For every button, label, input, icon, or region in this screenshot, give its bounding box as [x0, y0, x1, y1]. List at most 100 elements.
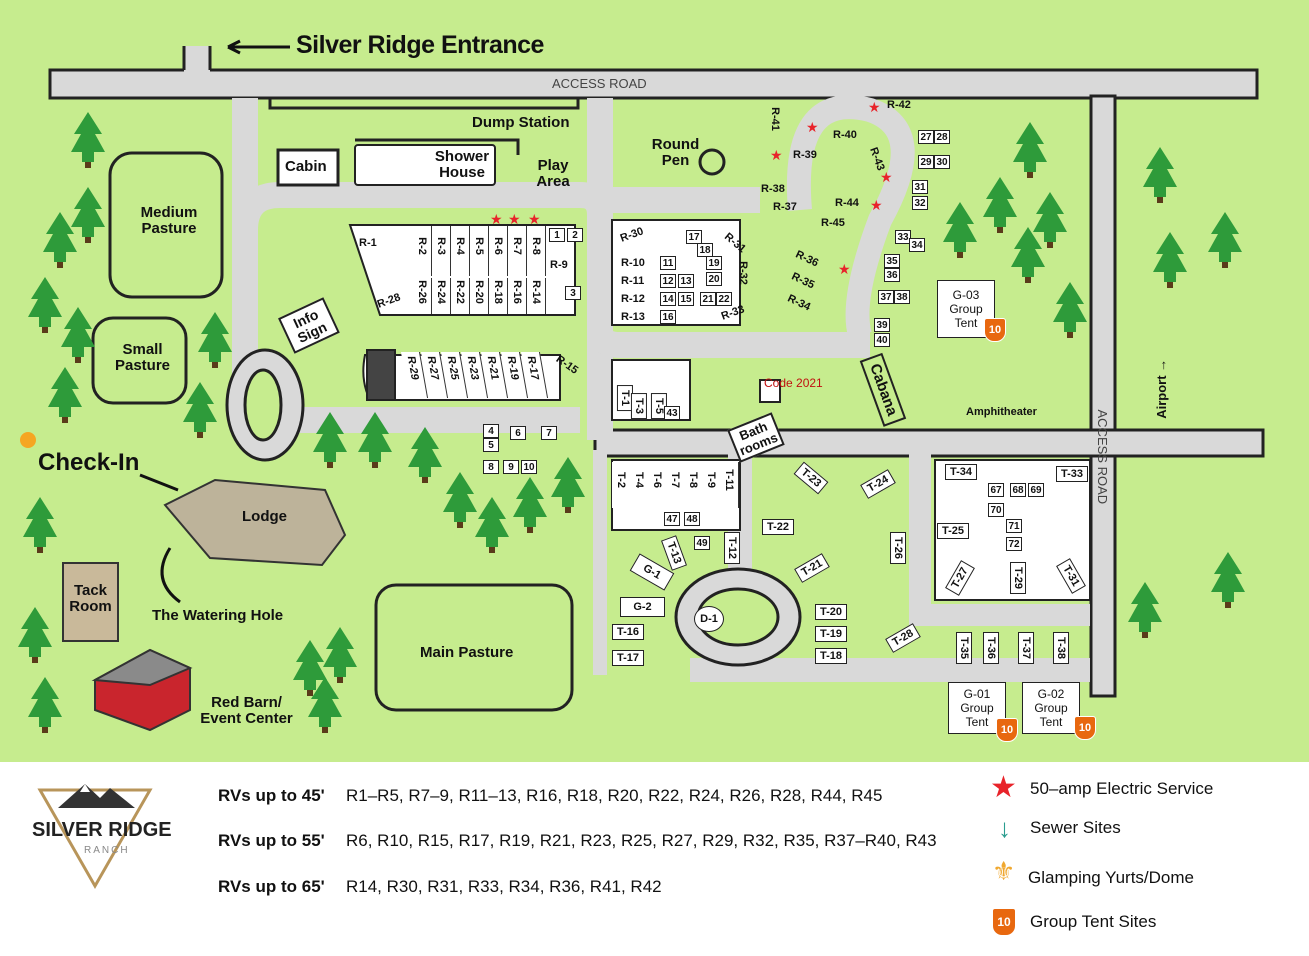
site-number[interactable]: 15 [678, 292, 694, 306]
tent-site[interactable]: T-4 [630, 462, 649, 508]
site-number[interactable]: 72 [1006, 537, 1022, 551]
site-number[interactable]: 33 [895, 230, 911, 244]
site-number[interactable]: 3 [565, 286, 581, 300]
site-number[interactable]: 49 [694, 536, 710, 550]
site-number[interactable]: 38 [894, 290, 910, 304]
rv-site-r38[interactable]: R-38 [761, 183, 785, 195]
site-number[interactable]: 27 [918, 130, 934, 144]
tent-site-t16[interactable]: T-16 [612, 624, 645, 640]
rv-site[interactable]: R-14 [527, 278, 546, 314]
site-number[interactable]: 48 [684, 512, 700, 526]
rv-site[interactable]: R-16 [508, 278, 527, 314]
site-number[interactable]: 9 [503, 460, 519, 474]
rv-site-r9[interactable]: R-9 [550, 259, 568, 271]
rv-site[interactable]: R-2 [413, 226, 432, 276]
dome-d1[interactable]: D-1 [694, 606, 724, 632]
site-number[interactable]: 20 [706, 272, 722, 286]
site-number[interactable]: 32 [912, 196, 928, 210]
tent-site-t22[interactable]: T-22 [762, 519, 795, 535]
rv-site-r11[interactable]: R-11 [621, 275, 645, 287]
tent-site-t33[interactable]: T-33 [1056, 466, 1089, 482]
site-number[interactable]: 11 [660, 256, 676, 270]
rv-site[interactable]: R-3 [432, 226, 451, 276]
rv-site-r44[interactable]: R-44 [835, 197, 859, 209]
site-number[interactable]: 37 [878, 290, 894, 304]
rv-site-r12[interactable]: R-12 [621, 293, 645, 305]
rv-site-r37[interactable]: R-37 [773, 201, 797, 213]
rv-site-r13[interactable]: R-13 [621, 311, 645, 323]
rv-site-r10[interactable]: R-10 [621, 257, 645, 269]
site-number[interactable]: 40 [874, 333, 890, 347]
tent-site-t25[interactable]: T-25 [937, 523, 970, 539]
tent-site[interactable]: T-9 [702, 462, 721, 508]
site-number[interactable]: 30 [934, 155, 950, 169]
tent-site[interactable]: T-8 [684, 462, 703, 508]
tent-site-t38[interactable]: T-38 [1053, 631, 1070, 665]
site-number[interactable]: 16 [660, 310, 676, 324]
yurt-g2[interactable]: G-2 [620, 597, 665, 617]
site-number[interactable]: 68 [1010, 483, 1026, 497]
tent-site-t37[interactable]: T-37 [1018, 631, 1035, 665]
rv-site[interactable]: R-4 [451, 226, 470, 276]
tent-site-t26[interactable]: T-26 [890, 531, 907, 565]
tent-site[interactable]: T-2 [612, 462, 631, 508]
tent-site-t18[interactable]: T-18 [815, 648, 848, 664]
group-tent-g02[interactable]: G-02 Group Tent [1022, 682, 1080, 734]
rv-site[interactable]: R-22 [451, 278, 470, 314]
site-number[interactable]: 8 [483, 460, 499, 474]
site-number[interactable]: 71 [1006, 519, 1022, 533]
tent-site-t36[interactable]: T-36 [983, 631, 1000, 665]
site-number[interactable]: 36 [884, 268, 900, 282]
rv-site-r42[interactable]: R-42 [887, 99, 911, 111]
rv-site-r1[interactable]: R-1 [359, 237, 377, 249]
site-number[interactable]: 17 [686, 230, 702, 244]
rv-site[interactable]: R-8 [527, 226, 546, 276]
site-number[interactable]: 35 [884, 254, 900, 268]
site-number[interactable]: 21 [700, 292, 716, 306]
site-number[interactable]: 43 [664, 406, 680, 420]
tent-site-t19[interactable]: T-19 [815, 626, 848, 642]
site-number[interactable]: 39 [874, 318, 890, 332]
site-number[interactable]: 22 [716, 292, 732, 306]
site-number[interactable]: 47 [664, 512, 680, 526]
rv-site[interactable]: R-20 [470, 278, 489, 314]
site-number[interactable]: 28 [934, 130, 950, 144]
rv-site-r40[interactable]: R-40 [833, 129, 857, 141]
tent-site-t20[interactable]: T-20 [815, 604, 848, 620]
group-tent-g01[interactable]: G-01 Group Tent [948, 682, 1006, 734]
tent-site[interactable]: T-11 [720, 462, 739, 508]
group-tent-g03[interactable]: G-03 Group Tent [937, 280, 995, 338]
site-number[interactable]: 7 [541, 426, 557, 440]
site-number[interactable]: 70 [988, 503, 1004, 517]
site-number[interactable]: 1 [549, 228, 565, 242]
site-number[interactable]: 69 [1028, 483, 1044, 497]
site-number[interactable]: 4 [483, 424, 499, 438]
rv-site-r45[interactable]: R-45 [821, 217, 845, 229]
site-number[interactable]: 6 [510, 426, 526, 440]
rv-site[interactable]: R-5 [470, 226, 489, 276]
tent-site-t29[interactable]: T-29 [1010, 561, 1027, 595]
rv-site[interactable]: R-6 [489, 226, 508, 276]
rv-site[interactable]: R-24 [432, 278, 451, 314]
rv-site-r39[interactable]: R-39 [793, 149, 817, 161]
site-number[interactable]: 13 [678, 274, 694, 288]
site-number[interactable]: 18 [697, 243, 713, 257]
tent-site-t12[interactable]: T-12 [724, 531, 741, 565]
rv-site-r41[interactable]: R-41 [768, 107, 781, 131]
site-number[interactable]: 19 [706, 256, 722, 270]
rv-site[interactable]: R-18 [489, 278, 508, 314]
tent-site[interactable]: T-6 [648, 462, 667, 508]
site-number[interactable]: 12 [660, 274, 676, 288]
site-number[interactable]: 10 [521, 460, 537, 474]
site-number[interactable]: 34 [909, 238, 925, 252]
tent-site-t35[interactable]: T-35 [956, 631, 973, 665]
site-number[interactable]: 31 [912, 180, 928, 194]
site-number[interactable]: 14 [660, 292, 676, 306]
tent-site-t34[interactable]: T-34 [945, 464, 978, 480]
site-number[interactable]: 5 [483, 438, 499, 452]
site-number[interactable]: 67 [988, 483, 1004, 497]
site-number[interactable]: 29 [918, 155, 934, 169]
tent-site-t17[interactable]: T-17 [612, 650, 645, 666]
rv-site[interactable]: R-7 [508, 226, 527, 276]
tent-site-t3[interactable]: T-3 [630, 393, 647, 419]
